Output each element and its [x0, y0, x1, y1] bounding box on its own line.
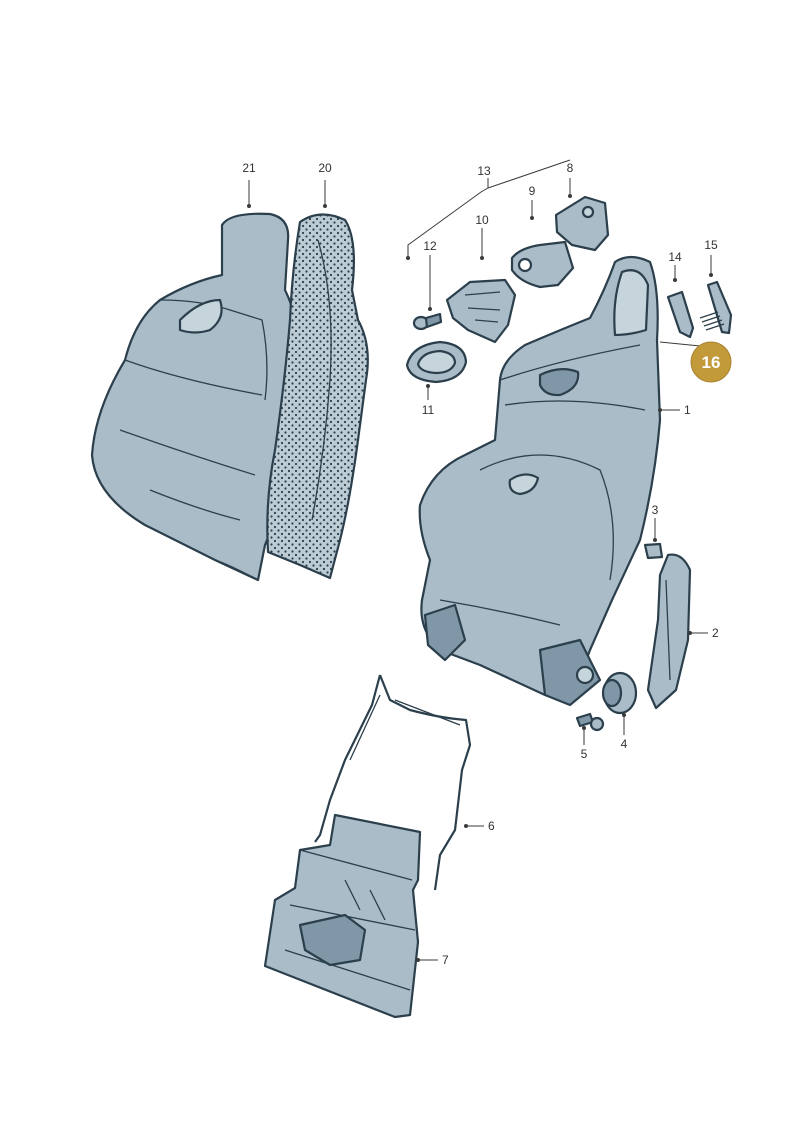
callout-11: 11 [422, 403, 435, 417]
seat-cover-part-21 [90, 212, 300, 582]
callout-8: 8 [567, 161, 574, 175]
callout-20: 20 [318, 161, 332, 175]
leader-lines [247, 159, 713, 962]
highlight-badge-label[interactable]: 16 [702, 353, 721, 372]
callout-13: 13 [477, 164, 491, 178]
callout-12: 12 [423, 239, 437, 253]
spring-frame-part-6 [314, 674, 472, 891]
trim-part-15 [706, 280, 733, 335]
bracket-part-10 [445, 278, 517, 344]
callout-3: 3 [652, 503, 659, 517]
highlight-badge-16[interactable]: 16 [690, 341, 732, 383]
callout-7: 7 [442, 953, 449, 967]
bracket-part-8 [554, 195, 610, 252]
trim-ring-part-11 [405, 340, 468, 384]
bracket-part-9 [510, 240, 575, 289]
callout-14: 14 [668, 250, 682, 264]
screw-part-12 [412, 312, 443, 331]
callout-9: 9 [529, 184, 536, 198]
seat-padding-part-20 [266, 213, 369, 580]
callout-5: 5 [581, 747, 588, 761]
trim-part-14 [666, 290, 695, 339]
spring-part-16 [659, 311, 725, 347]
highlight-badge-circle[interactable] [690, 341, 732, 383]
clip-part-3 [643, 542, 664, 560]
seat-base-part-7 [263, 813, 422, 1019]
callout-labels: 21 20 13 8 9 10 12 11 14 15 1 3 2 4 5 6 … [242, 161, 719, 967]
callout-10: 10 [475, 213, 489, 227]
callout-4: 4 [621, 737, 628, 751]
callout-2: 2 [712, 626, 719, 640]
seat-frame-part-1 [418, 255, 662, 707]
callout-21: 21 [242, 161, 256, 175]
bolt-part-5 [575, 712, 605, 732]
knob-part-4 [601, 671, 638, 715]
callout-6: 6 [488, 819, 495, 833]
side-trim-part-2 [646, 553, 692, 710]
callout-1: 1 [684, 403, 691, 417]
callout-15: 15 [704, 238, 718, 252]
